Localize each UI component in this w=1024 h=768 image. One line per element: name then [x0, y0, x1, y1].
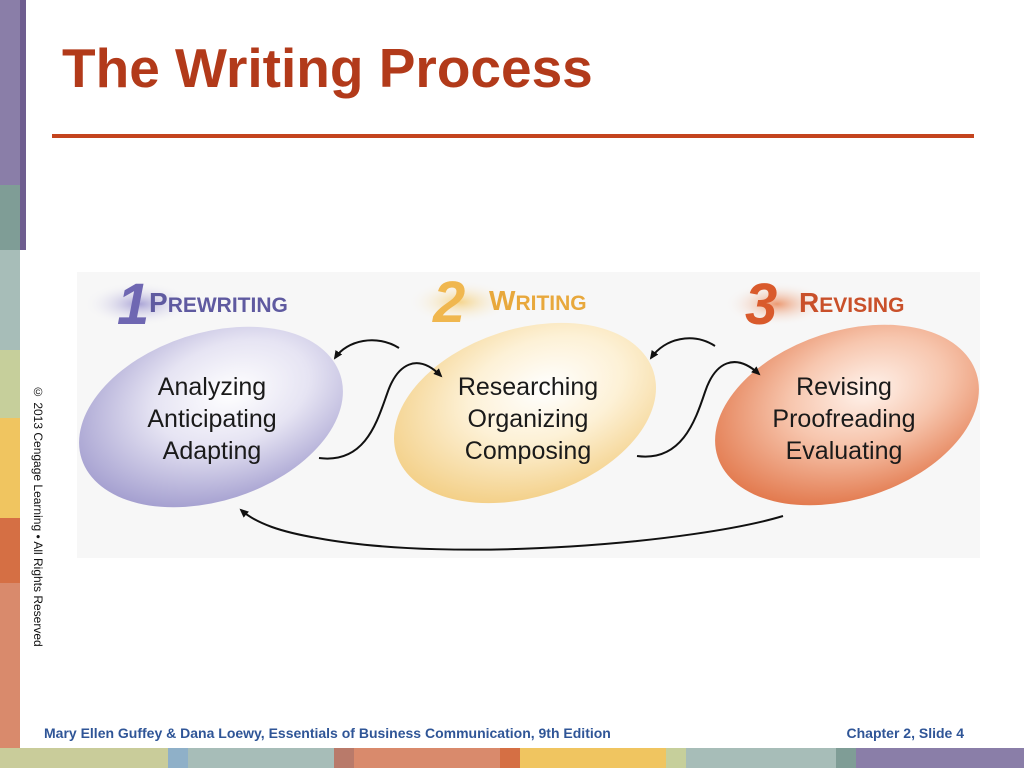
title-divider: [52, 134, 974, 138]
step-3-label-initial: R: [799, 287, 819, 318]
step-2-task-3: Composing: [465, 437, 591, 465]
step-2-number: 2: [432, 272, 465, 335]
step-2-task-1: Researching: [458, 373, 598, 401]
revising-ellipse: [715, 324, 979, 506]
revising-header-glow: [725, 282, 829, 326]
step-2-label-initial: W: [489, 285, 516, 316]
step-1-number: 1: [117, 272, 149, 337]
arrow-writing-to-revising: [636, 361, 761, 458]
step-3-number: 3: [745, 272, 777, 337]
step-3-task-2: Proofreading: [772, 405, 915, 433]
step-3-label: REVISING: [799, 287, 904, 318]
arrow-prewriting-to-writing: [318, 362, 443, 460]
footer-citation: Mary Ellen Guffey & Dana Loewy, Essentia…: [44, 725, 611, 741]
step-1-label-rest: REWRITING: [168, 294, 288, 317]
left-decor-strip: [0, 0, 26, 768]
prewriting-ellipse: [79, 326, 343, 508]
step-1-label: PREWRITING: [149, 287, 288, 318]
writing-ellipse: [394, 322, 656, 504]
prewriting-header-glow: [84, 282, 194, 326]
arrow-writing-to-prewriting: [333, 339, 400, 360]
step-2-label-rest: RITING: [515, 292, 586, 315]
step-3-label-rest: EVISING: [819, 294, 904, 317]
process-diagram-svg: 1 2 3 PREWRITING WRITING REVISING Analyz…: [79, 272, 979, 551]
writing-header-glow: [408, 280, 512, 324]
bottom-decor-strip: [0, 748, 1024, 768]
copyright-notice: © 2013 Cengage Learning • All Rights Res…: [31, 385, 45, 647]
page-title: The Writing Process: [62, 37, 593, 99]
footer-slide-number: Chapter 2, Slide 4: [846, 725, 964, 741]
step-3-task-1: Revising: [796, 373, 892, 401]
step-3-task-3: Evaluating: [786, 437, 903, 465]
writing-process-diagram: 1 2 3 PREWRITING WRITING REVISING Analyz…: [77, 272, 980, 558]
arrow-revising-to-prewriting: [239, 508, 784, 551]
step-2-task-2: Organizing: [468, 405, 589, 433]
step-1-label-initial: P: [149, 287, 168, 318]
step-1-task-3: Adapting: [163, 437, 262, 465]
arrow-revising-to-writing: [649, 337, 716, 360]
step-1-task-2: Anticipating: [147, 405, 276, 433]
step-1-task-1: Analyzing: [158, 373, 266, 401]
step-2-label: WRITING: [489, 285, 587, 316]
